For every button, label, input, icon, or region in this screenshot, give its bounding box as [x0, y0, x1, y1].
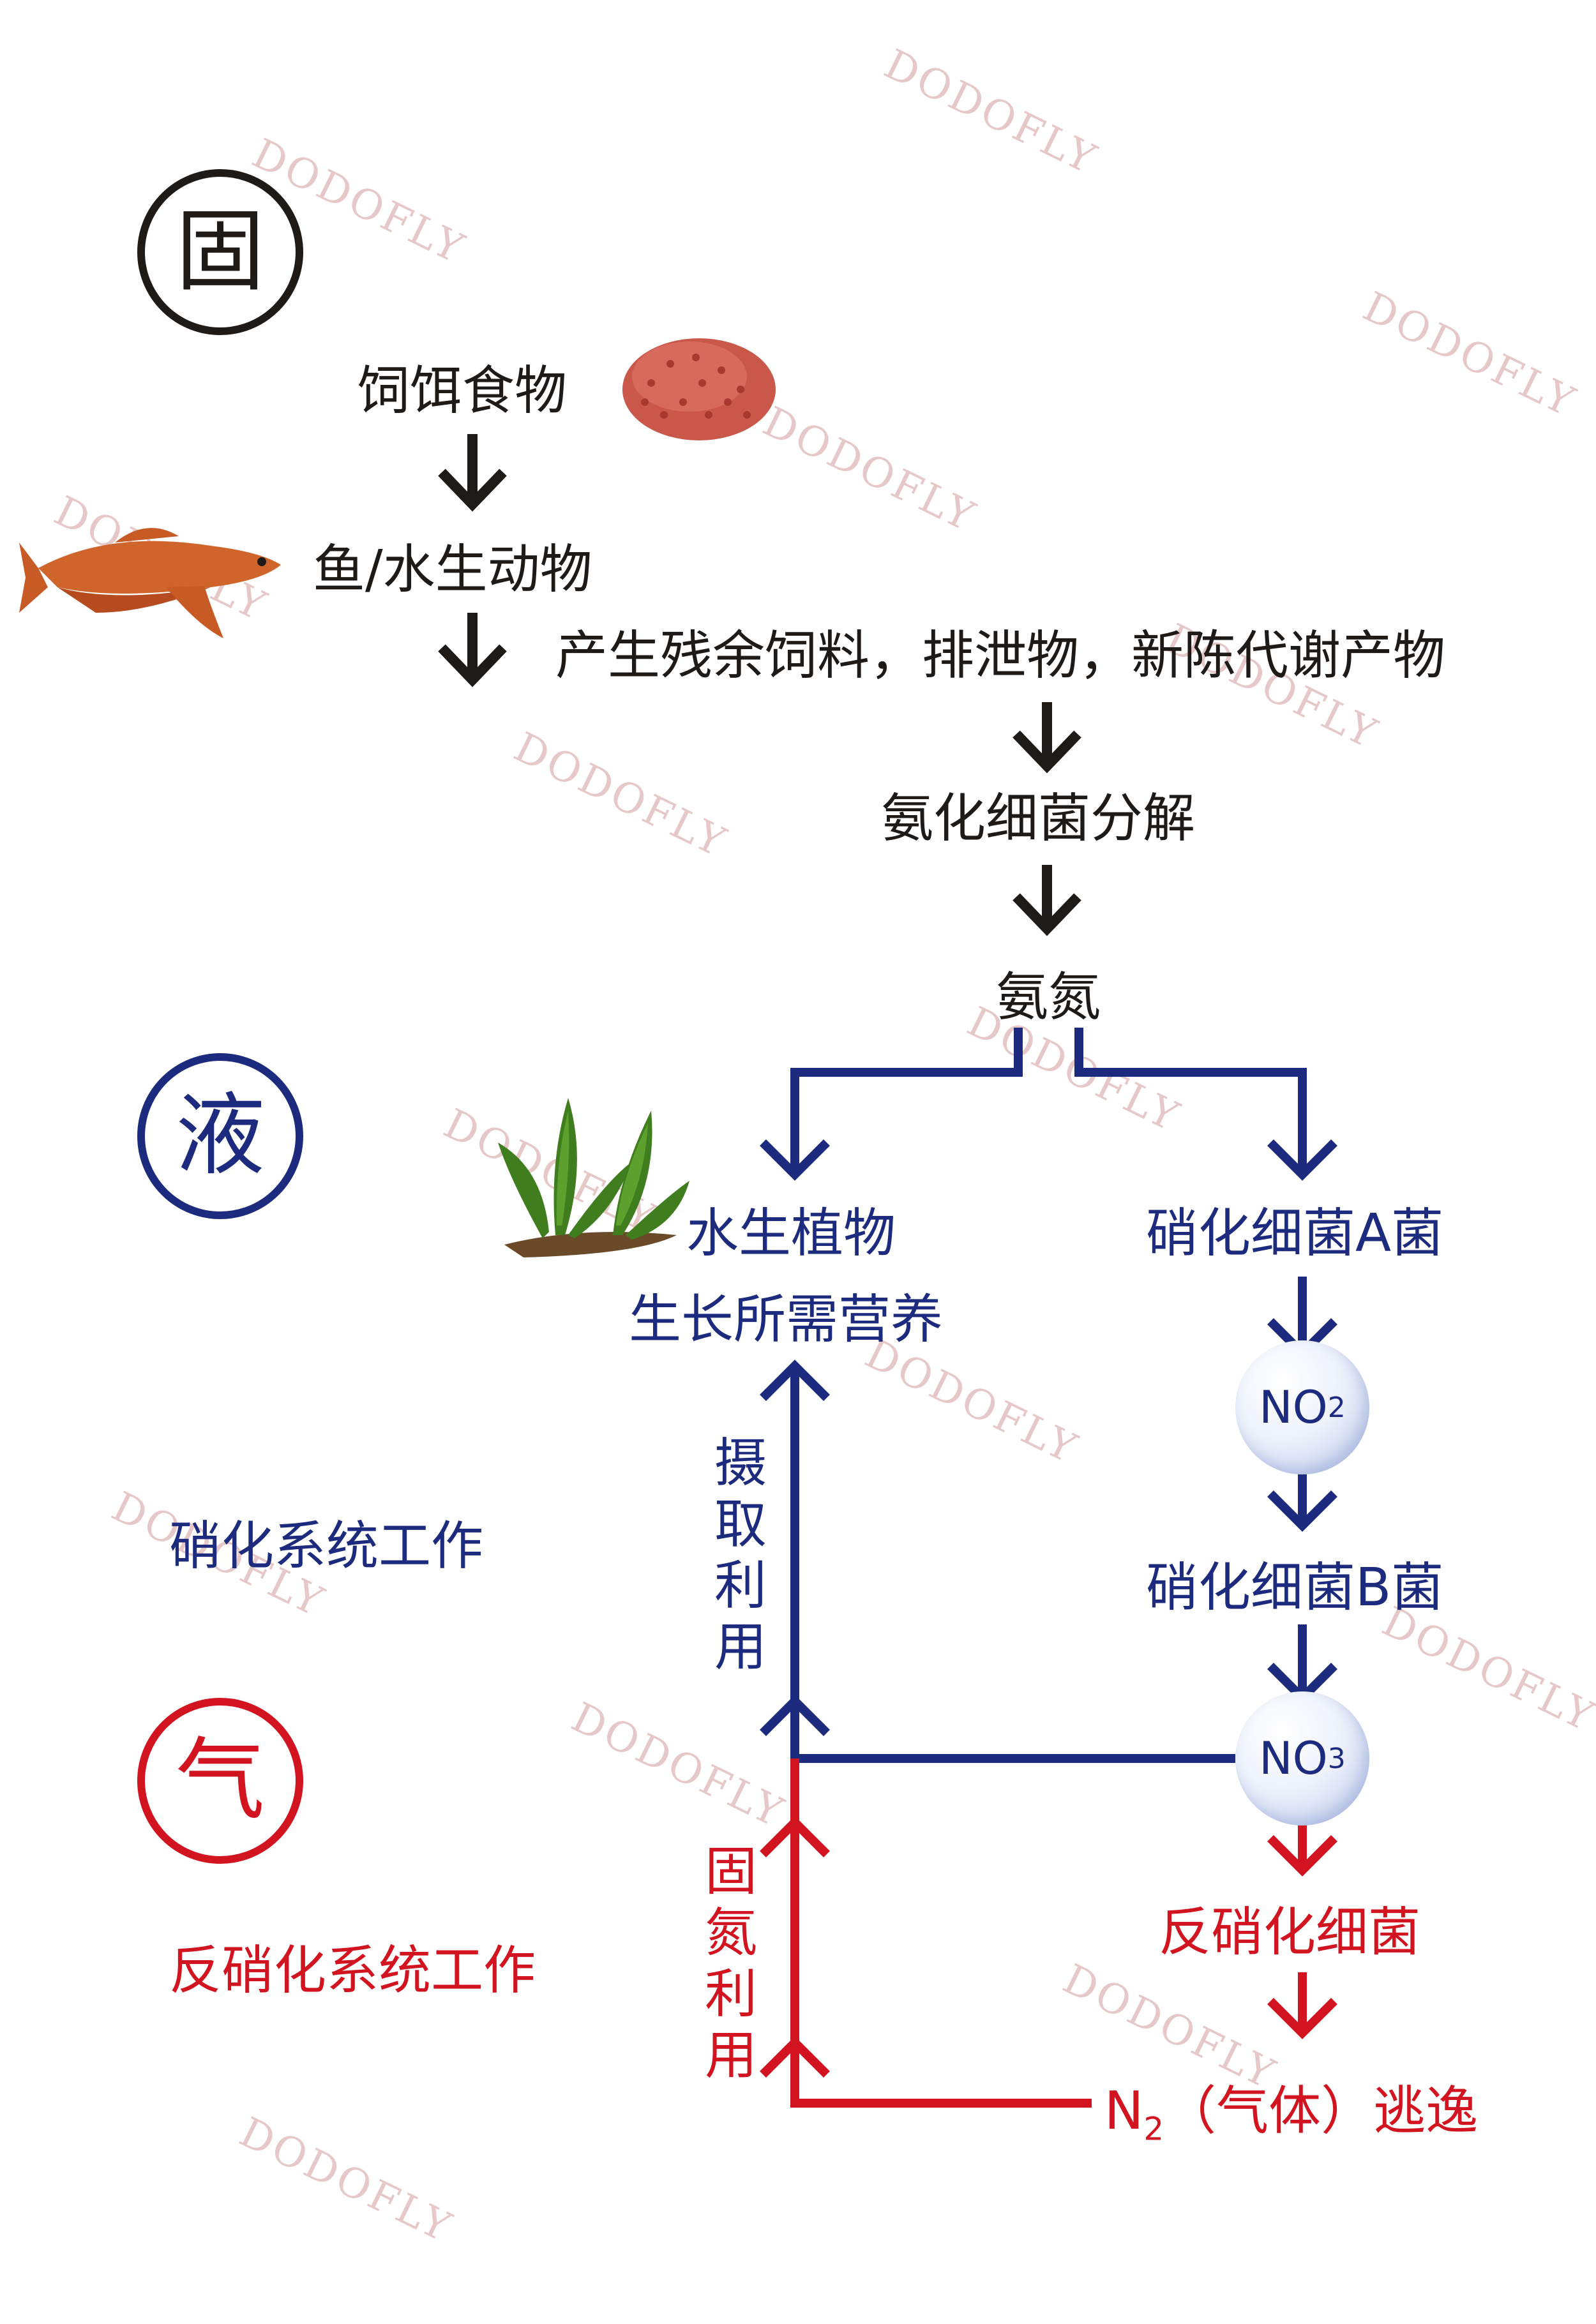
fixation-char: 氮 — [704, 1903, 757, 1963]
black-arrows — [438, 434, 1081, 936]
plant-nutrition-label: 生长所需营养 — [629, 1289, 944, 1350]
ammonia-label: 氨氮 — [996, 967, 1101, 1028]
uptake-char: 取 — [714, 1494, 767, 1555]
no3-label: NO — [1259, 1732, 1328, 1785]
uptake-char: 利 — [714, 1556, 767, 1616]
liquid-badge: 液 — [137, 1053, 303, 1219]
uptake-char: 用 — [714, 1617, 767, 1677]
denitrification-system-label: 反硝化系统工作 — [169, 1940, 536, 2001]
gas-badge: 气 — [137, 1698, 303, 1864]
fixation-char: 用 — [704, 2025, 757, 2086]
n2-label: N — [1104, 2081, 1144, 2141]
n2-escape-label: N2（气体）逃逸 — [1104, 2068, 1478, 2147]
ammonifying-bacteria-label: 氨化细菌分解 — [881, 788, 1196, 849]
fixation-char: 利 — [704, 1964, 757, 2025]
nitrifying-bacteria-b-label: 硝化细菌B菌 — [1146, 1557, 1444, 1618]
fish-label: 鱼/水生动物 — [313, 539, 592, 600]
solid-badge: 固 — [137, 169, 303, 335]
feed-label: 饲饵食物 — [358, 361, 568, 421]
no2-subscript: 2 — [1327, 1391, 1346, 1424]
uptake-char: 摄 — [714, 1433, 767, 1494]
n2-gas-escape-text: （气体）逃逸 — [1164, 2081, 1479, 2141]
uptake-vertical-label: 摄 取 利 用 — [712, 1433, 769, 1678]
fixation-char: 固 — [704, 1841, 757, 1902]
fixation-vertical-label: 固 氮 利 用 — [702, 1841, 760, 2087]
feed-pellets-image — [622, 338, 776, 440]
nitrification-system-label: 硝化系统工作 — [169, 1516, 484, 1577]
arowana-fish-image — [19, 528, 281, 638]
aquatic-plants-label: 水生植物 — [686, 1203, 896, 1264]
no2-label: NO — [1259, 1381, 1328, 1434]
n2-subscript: 2 — [1143, 2110, 1164, 2148]
no3-subscript: 3 — [1327, 1742, 1346, 1775]
waste-label: 产生残余饲料，排泄物，新陈代谢产物 — [555, 626, 1446, 686]
denitrifying-bacteria-label: 反硝化细菌 — [1159, 1902, 1421, 1963]
aquatic-plant-image — [498, 1098, 689, 1257]
red-lines — [760, 1758, 1337, 2108]
nitrifying-bacteria-a-label: 硝化细菌A菌 — [1146, 1203, 1444, 1264]
